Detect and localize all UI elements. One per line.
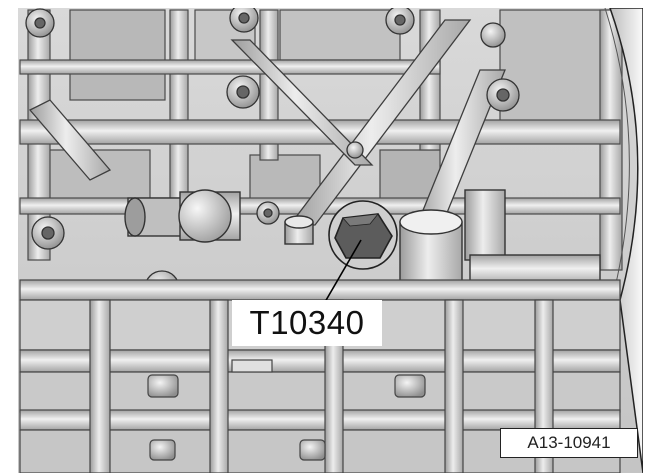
bolt-bosses bbox=[25, 8, 520, 306]
tool-opening bbox=[328, 200, 398, 270]
cylinder-plug bbox=[124, 189, 314, 245]
callout-leader-line bbox=[324, 239, 362, 303]
figure-id-box: A13-10941 bbox=[500, 428, 638, 458]
tool-callout-label: T10340 bbox=[232, 300, 382, 346]
engine-block-illustration bbox=[18, 8, 643, 473]
upper-casting-ribs bbox=[19, 9, 623, 271]
diagonal-struts bbox=[28, 19, 506, 231]
